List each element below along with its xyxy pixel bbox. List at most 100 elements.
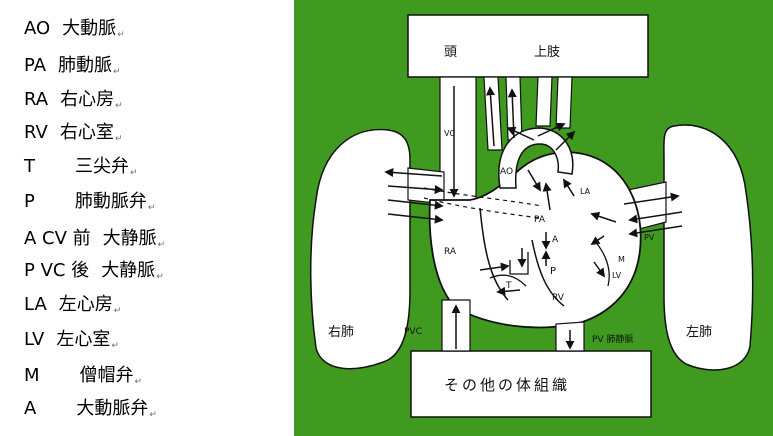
legend-abbr: P VC 後 (24, 260, 90, 281)
to-left-lung-arrow (623, 192, 680, 205)
arch-flow-arrow-2 (537, 122, 566, 137)
legend-abbr: T (24, 156, 35, 177)
legend-abbr: RA (24, 89, 49, 110)
legend-abbr: M (24, 365, 40, 386)
legend-abbr: P (24, 191, 35, 212)
legend-item-la: LA 左心房↵ (24, 290, 121, 320)
return-mark-icon: ↵ (111, 341, 119, 351)
arch-flow-arrow-3 (555, 130, 576, 151)
lv-flow-arrow (593, 261, 606, 278)
legend-term: 大動脈 (62, 18, 117, 39)
circulation-diagram-panel: 頭 上肢 右肺 左肺 その他の体組織 VC AO LA PA A PV RA M… (294, 0, 773, 436)
from-left-lung-arrow (628, 211, 683, 224)
legend-term: 三尖弁 (75, 156, 129, 177)
return-mark-icon: ↵ (113, 67, 121, 77)
label-p: P (550, 266, 556, 277)
label-left-lung: 左肺 (686, 325, 712, 340)
label-pa: PA (534, 215, 546, 225)
from-left-lung-arrow-2 (628, 225, 683, 238)
legend-item-m: M 僧帽弁↵ (24, 361, 142, 391)
legend-item-p: P 肺動脈弁↵ (24, 187, 155, 217)
return-mark-icon: ↵ (117, 30, 125, 40)
legend-abbr: LA (24, 294, 47, 315)
la-flow-arrow (590, 212, 617, 223)
label-rv: RV (552, 293, 565, 303)
legend-term: 大静脈 (102, 228, 157, 249)
label-vc: VC (444, 129, 455, 138)
return-mark-icon: ↵ (134, 377, 143, 387)
legend-abbr: A (24, 398, 37, 419)
return-mark-icon: ↵ (147, 203, 156, 213)
label-ra: RA (444, 247, 457, 257)
legend-term: 左心室 (56, 329, 111, 350)
legend-item-ra: RA 右心房↵ (24, 85, 123, 115)
from-right-lung-arrow (387, 184, 444, 194)
legend-abbr: AO (24, 18, 51, 39)
return-mark-icon: ↵ (157, 240, 166, 250)
label-pvc: PVC (404, 327, 422, 337)
la-flow-arrow-2 (563, 178, 575, 197)
return-mark-icon: ↵ (149, 410, 157, 420)
head-flow-arrow (486, 86, 495, 147)
legend-abbr: PA (24, 55, 47, 76)
la-lv-arrow (590, 235, 605, 245)
label-ao: AO (500, 167, 513, 177)
from-right-lung-arrow-2 (387, 199, 444, 210)
label-t: T (505, 281, 512, 291)
label-lv: LV (612, 271, 622, 280)
head-upper-limb-box (407, 14, 649, 78)
arch-flow-arrow (506, 126, 535, 141)
label-other-tissue: その他の体組織 (444, 376, 570, 394)
label-pulmonary-vein: PV 肺静脈 (592, 333, 633, 345)
tricuspid-partition (489, 274, 527, 287)
label-la: LA (580, 187, 591, 196)
valve-partition (509, 252, 529, 275)
legend-term: 右心室 (59, 122, 114, 143)
return-mark-icon: ↵ (114, 134, 123, 144)
to-right-lung-arrow (384, 168, 443, 178)
label-a: A (552, 235, 559, 245)
rv-flow-arrow (496, 286, 521, 296)
return-mark-icon: ↵ (113, 306, 122, 316)
legend-abbr: A CV 前 (24, 228, 91, 249)
label-upper-limb: 上肢 (534, 44, 560, 60)
t-flow-arrow (479, 262, 510, 272)
pulmonary-flow-line-2 (423, 197, 541, 219)
pa-flow-arrow (542, 182, 552, 211)
other-tissue-box (410, 350, 652, 418)
legend-term: 僧帽弁 (79, 365, 134, 386)
legend-item-lv: LV 左心室↵ (24, 325, 119, 355)
legend-term: 右心房 (60, 89, 115, 110)
aorta-flow-arrow (527, 169, 541, 192)
legend-item-a: A 大動脈弁↵ (24, 394, 157, 424)
legend-item-t: T 三尖弁↵ (24, 152, 138, 182)
legend-term: 左心房 (58, 294, 113, 315)
legend-item-rv: RV 右心室↵ (24, 118, 122, 148)
legend-abbr: RV (24, 122, 48, 143)
legend-item-pa: PA 肺動脈↵ (24, 51, 121, 81)
return-mark-icon: ↵ (130, 168, 138, 178)
from-right-lung-arrow-3 (387, 213, 444, 224)
left-lung (663, 124, 754, 371)
label-pv: PV (644, 233, 655, 242)
legend-term: 大静脈 (101, 260, 156, 281)
label-m: M (618, 255, 625, 264)
legend-abbr: LV (24, 329, 45, 350)
upper-limb-artery (535, 76, 553, 127)
superior-vena-cava (439, 76, 477, 206)
legend-term: 肺動脈弁 (74, 191, 147, 212)
label-head: 頭 (444, 45, 457, 60)
legend-item-acv: A CV 前大静脈↵ (24, 224, 165, 254)
legend-item-pvc: P VC 後大静脈↵ (24, 256, 164, 286)
legend-term: 大動脈弁 (76, 398, 149, 419)
legend-item-ao: AO 大動脈↵ (24, 14, 125, 44)
upper-limb-artery-2 (555, 76, 573, 129)
legend-term: 肺動脈 (58, 55, 113, 76)
label-right-lung: 右肺 (328, 325, 354, 340)
return-mark-icon: ↵ (156, 272, 164, 282)
right-lung (309, 128, 411, 370)
circulation-diagram: 頭 上肢 右肺 左肺 その他の体組織 VC AO LA PA A PV RA M… (294, 0, 773, 436)
return-mark-icon: ↵ (115, 101, 123, 111)
